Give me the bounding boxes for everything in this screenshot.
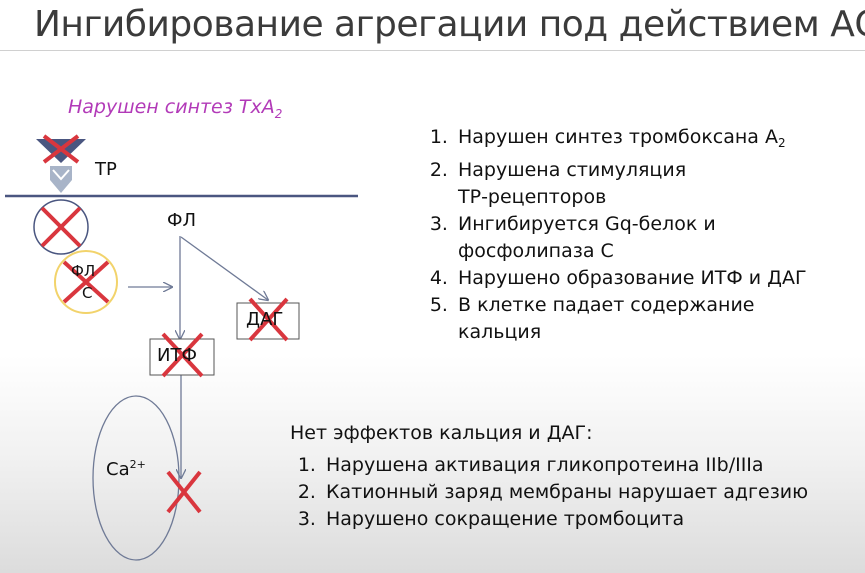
calcium-symbol: Ca [106,459,130,480]
fl-label: ФЛ [167,210,197,231]
plc-label-top: ФЛ [71,262,96,280]
list-item: Нарушено сокращение тромбоцита [322,506,865,533]
no-effects-list: Нарушена активация гликопротеина IIb/III… [288,452,865,533]
fl-to-dag-arrow [180,236,268,300]
list-item: Нарушена стимуляция ТР-рецепторов [454,157,708,211]
calcium-charge: 2+ [129,458,146,471]
title-divider [0,50,865,51]
itf-cross [161,332,204,378]
plc-label-bottom: С [82,284,93,302]
receptor-chevron-notch [52,169,70,181]
tp-label: ТР [95,159,117,180]
effects-list: Нарушен синтез тромбоксана А2 Нарушена с… [420,124,865,346]
itf-label: ИТФ [157,345,197,366]
subtitle-text: Нарушен синтез TxA [68,96,275,118]
calcium-label: Ca2+ [106,458,146,480]
dag-cross [248,297,289,342]
dag-label: ДАГ [246,309,284,330]
gq-cross [40,206,82,248]
subtitle-subscript: 2 [274,106,283,121]
list-item: Нарушено образование ИТФ и ДАГ [454,265,865,292]
diagram-subtitle: Нарушен синтез TxA2 [68,96,282,121]
calcium-cross [166,470,202,514]
list-item: Катионный заряд мембраны нарушает адгези… [322,479,865,506]
calcium-store-ellipse [92,395,180,561]
no-effects-title: Нет эффектов кальция и ДАГ: [290,422,593,444]
list-item: Ингибируется Gq-белок и фосфолипаза С [454,211,778,265]
page-title: Ингибирование агрегации под действием АС… [34,4,865,45]
txa2-cross [42,134,80,164]
plc-cross [62,260,110,304]
effect-subscript: 2 [778,136,786,150]
list-item: Нарушена активация гликопротеина IIb/III… [322,452,865,479]
list-item: В клетке падает содержание кальция [454,292,788,346]
list-item: Нарушен синтез тромбоксана А2 [454,124,865,157]
